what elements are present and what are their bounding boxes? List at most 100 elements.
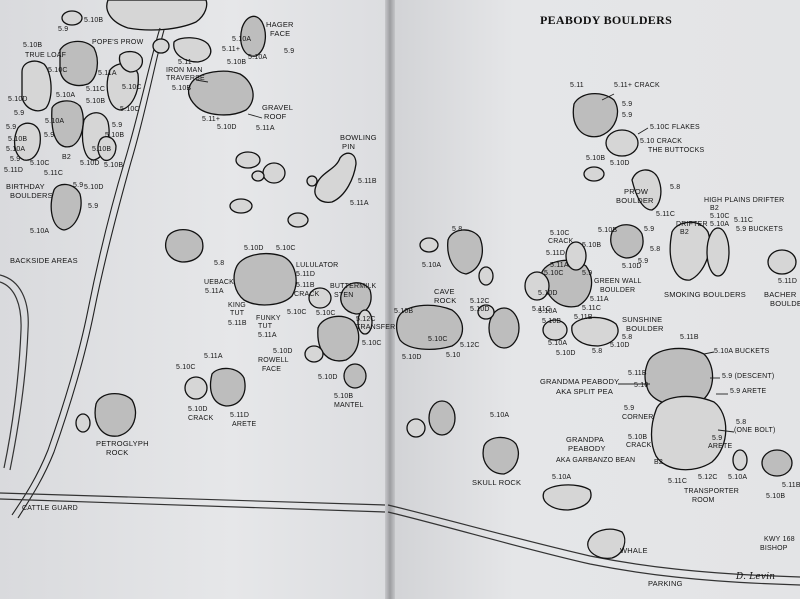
boulder (572, 93, 619, 138)
grade-label: 5.11A (204, 353, 223, 360)
grade-label: 5.10D (610, 342, 630, 349)
boulder (406, 418, 426, 438)
grade-label: 5.11A (205, 288, 224, 295)
grade-label: 5.10 (446, 352, 461, 359)
grade-label: 5.10B (23, 42, 43, 49)
route-name-label: CRACK (626, 442, 652, 449)
route-name-label: HIGH PLAINS DRIFTER (704, 197, 785, 204)
grade-label: 5.11B (782, 482, 800, 489)
boulder (357, 309, 373, 335)
grade-label: 5.12C (470, 298, 490, 305)
route-name-label: 5.9 ARETE (730, 388, 767, 395)
boulder (262, 162, 286, 184)
route-name-label: TRAVERSE (166, 75, 205, 82)
boulder (542, 319, 568, 341)
grade-label: B2 (654, 459, 663, 466)
boulder-prow (631, 169, 662, 211)
route-name-label: MANTEL (334, 402, 364, 409)
grade-label: 5.9 (58, 26, 69, 33)
boulder-name-label: BOULDER (600, 287, 636, 294)
grade-label: 5.10D (188, 406, 208, 413)
boulder (287, 212, 309, 228)
boulder (610, 224, 644, 259)
route-name-label: 5.10A BUCKETS (714, 348, 770, 355)
route-name-label: KING (228, 302, 246, 309)
grade-label: 5.10A (422, 262, 442, 269)
grade-label: B2 (710, 205, 719, 212)
grade-label: 5.10A (30, 228, 50, 235)
grade-label: 5.9 (6, 124, 17, 131)
grade-label: 5.8 (650, 246, 661, 253)
boulder (524, 271, 550, 301)
route-name-label: BOWLING (340, 133, 377, 142)
grade-label: 5.10B (105, 132, 125, 139)
boulder (21, 60, 52, 112)
grade-label: 5.11D (230, 412, 250, 419)
grade-label: 5.10D (610, 160, 630, 167)
route-name-label: GRAVEL (262, 103, 294, 112)
grade-label: 5.11B (680, 334, 699, 341)
boulder (478, 266, 494, 286)
boulder-name-label: AKA GARBANZO BEAN (556, 457, 636, 464)
boulder-whale (587, 528, 626, 559)
grade-label: 5.9 (622, 112, 633, 119)
main-road (0, 492, 386, 506)
route-name-label: TRUE LOAF (25, 52, 67, 59)
route-name-label: TUT (258, 323, 273, 330)
boulder-name-label: ROCK (434, 296, 457, 305)
grade-label: 5.10C (550, 230, 570, 237)
grade-label: 5.11 (178, 59, 192, 66)
grade-label: 5.10C (120, 106, 140, 113)
grade-label: B2 (680, 229, 689, 236)
route-name-label: FACE (262, 366, 282, 373)
grade-label: 5.11+ (222, 46, 241, 53)
boulder-name-label: GREEN WALL (594, 278, 642, 285)
grade-label: 5.10D (8, 96, 28, 103)
grade-label: 5.11D (296, 271, 316, 278)
boulder (542, 484, 592, 511)
grade-label: 5.9 (14, 110, 25, 117)
boulder (106, 0, 208, 31)
boulder (308, 287, 332, 309)
grade-label: 5.10D (84, 184, 104, 191)
boulder (209, 367, 246, 407)
grade-label: 5.10D (217, 124, 237, 131)
grade-label: 5.10D (470, 306, 490, 313)
boulder (477, 304, 495, 320)
grade-label: 5.10C (287, 309, 307, 316)
boulder (50, 183, 82, 231)
grade-label: 5.10D (556, 350, 576, 357)
grade-label: 5.11C (86, 86, 106, 93)
grade-label: 5.8 (214, 260, 225, 267)
boulder-name-label: SKULL ROCK (472, 478, 522, 487)
grade-label: 5.10C (428, 336, 448, 343)
route-name-label: ARETE (708, 443, 733, 450)
grade-label: 5.10D (538, 290, 558, 297)
route-name-label: (ONE BOLT) (734, 427, 776, 434)
grade-label: 5.10B (542, 318, 562, 325)
grade-label: 5.10A (552, 474, 572, 481)
grade-label: 5.10B (172, 85, 192, 92)
boulder (187, 70, 254, 116)
route-name-label: HAGER (266, 20, 294, 29)
route-name-label: ROWELL (258, 357, 289, 364)
route-name-label: 5.11+ CRACK (614, 82, 660, 89)
grade-label: 5.10C (316, 310, 336, 317)
map-title: PEABODY BOULDERS (540, 13, 673, 27)
boulder (306, 175, 318, 187)
route-name-label: PIN (342, 142, 356, 151)
dirt-road (11, 27, 161, 516)
grade-label: 5.10A (45, 118, 65, 125)
boulder (229, 198, 253, 214)
grade-label: 5.11B (358, 178, 377, 185)
route-name-label: TRANSFER (356, 324, 396, 331)
route-name-label: DRIFTER (676, 221, 708, 228)
landmark-label: BISHOP (760, 545, 788, 552)
grade-label: 5.10A (490, 412, 510, 419)
grade-label: 5.11C (582, 305, 602, 312)
grade-label: 5.11A (550, 262, 569, 269)
grade-label: 5.10A (248, 54, 268, 61)
boulder (173, 37, 212, 63)
route-name-label: 5.9 (DESCENT) (722, 373, 775, 380)
grade-label: 5.11A (258, 332, 277, 339)
